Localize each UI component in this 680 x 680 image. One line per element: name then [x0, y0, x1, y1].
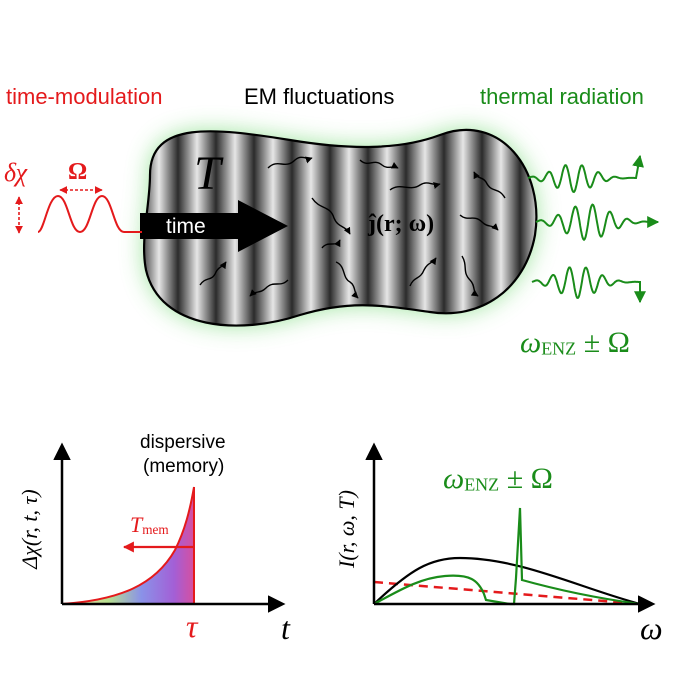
modulation-wave	[15, 186, 142, 234]
symbol-delta-chi: δχ	[4, 158, 28, 187]
emission-omega: ω	[520, 326, 542, 359]
squiggle-2	[311, 197, 351, 235]
squiggle-12	[321, 239, 341, 249]
tmem-sub: mem	[142, 521, 169, 537]
wavepacket-1	[527, 154, 644, 194]
squiggle-8	[249, 279, 289, 297]
wavepacket-3	[531, 266, 646, 304]
memory-title-line2: (memory)	[143, 456, 225, 477]
emission-suffix: ± Ω	[576, 326, 630, 359]
spectrum-black-blackbody	[373, 556, 641, 606]
squiggle-10	[409, 257, 437, 287]
fluctuation-squiggles	[199, 156, 506, 299]
current-density-symbol: ĵ(r; ω)	[368, 211, 435, 237]
squiggle-7	[199, 261, 227, 286]
memory-plot	[53, 442, 286, 613]
time-arrow	[140, 200, 288, 252]
memory-title-line1: dispersive	[140, 432, 226, 453]
peak-suffix: ± Ω	[499, 462, 553, 495]
spectrum-peak-label: ωENZ ± Ω	[443, 464, 553, 494]
spectrum-green-modulated	[373, 507, 641, 606]
memory-tau-label: τ	[186, 608, 198, 644]
symbol-temperature: T	[194, 147, 221, 200]
spectrum-red-dashed	[373, 580, 641, 606]
peak-sub: ENZ	[464, 474, 500, 495]
squiggle-6	[459, 214, 499, 231]
symbol-omega-period: Ω	[68, 159, 88, 185]
label-time-modulation: time-modulation	[6, 84, 163, 109]
squiggle-11	[461, 255, 479, 297]
squiggle-5	[473, 171, 506, 199]
spectrum-plot	[365, 442, 656, 613]
label-em-fluctuations: EM fluctuations	[244, 84, 395, 109]
peak-omega: ω	[443, 462, 465, 495]
squiggle-9	[335, 261, 359, 299]
modulation-wave-curve	[37, 194, 142, 234]
radiation-wavepackets	[527, 154, 660, 304]
memory-kernel-fill	[62, 487, 194, 604]
label-thermal-radiation: thermal radiation	[480, 84, 644, 109]
time-arrow-label: time	[166, 215, 206, 238]
memory-kernel-curve	[61, 486, 195, 605]
tmem-base: T	[130, 512, 143, 537]
squiggle-4	[389, 182, 441, 191]
emission-sub: ENZ	[541, 338, 577, 359]
wavepacket-2	[535, 203, 660, 242]
tmem-label: Tmem	[130, 512, 169, 537]
memory-x-label: t	[281, 610, 290, 646]
spectrum-y-label: I(r, ω, T)	[334, 490, 359, 568]
body-outline	[143, 128, 538, 327]
emission-frequency-label: ωENZ ± Ω	[520, 328, 630, 358]
squiggle-1	[267, 156, 313, 169]
spectrum-x-label: ω	[640, 610, 663, 646]
squiggle-3	[359, 159, 399, 169]
memory-y-label: Δχ(r, t, τ)	[17, 489, 42, 569]
